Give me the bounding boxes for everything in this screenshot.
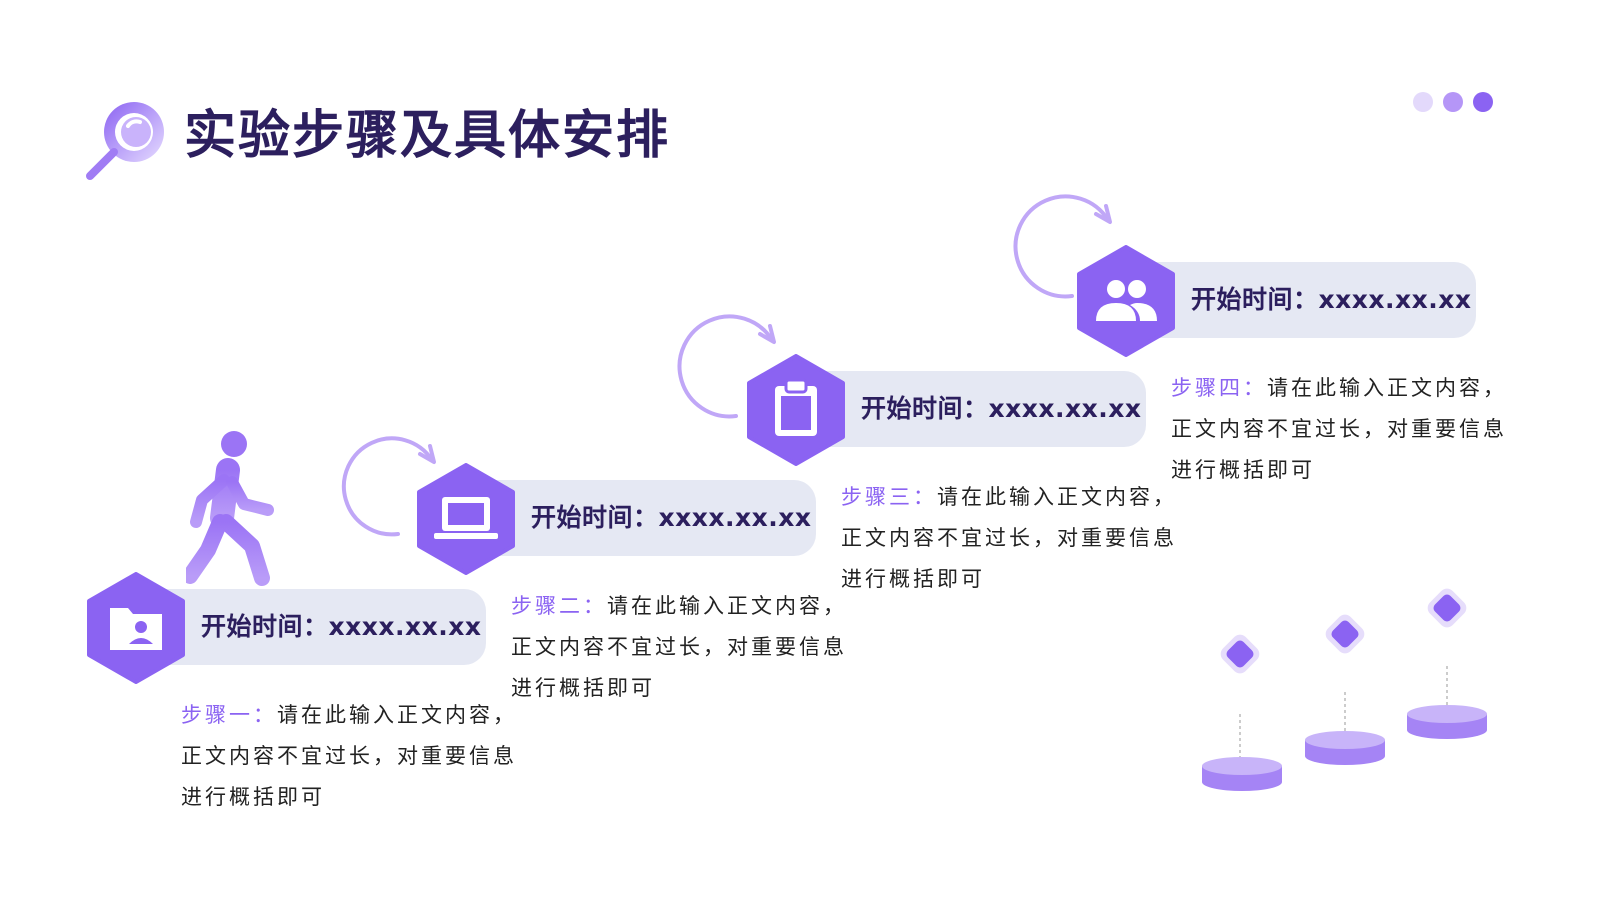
hexagon-badge xyxy=(87,572,185,684)
step-1: 开始时间：xxxx.xx.xx 步骤一：请在此输入正文内容，正文内容不宜过长，对… xyxy=(86,572,516,812)
decorative-dots xyxy=(1413,92,1493,112)
laptop-icon xyxy=(434,497,498,539)
platform xyxy=(1407,705,1487,739)
step-text: 请在此输入正文内容，正文内容不宜过长，对重要信息进行概括即可 xyxy=(511,594,847,700)
clipboard-icon xyxy=(775,378,817,436)
platform xyxy=(1305,731,1385,765)
step-label: 步骤三： xyxy=(841,485,937,509)
time-pill xyxy=(1134,262,1476,338)
step-label: 步骤二： xyxy=(511,594,607,618)
start-time-label: 开始时间：xxxx.xx.xx xyxy=(1191,285,1472,314)
step-text: 请在此输入正文内容，正文内容不宜过长，对重要信息进行概括即可 xyxy=(1171,376,1507,482)
curved-arrow-icon xyxy=(677,314,776,419)
folder-user-icon xyxy=(110,608,162,650)
step-3: 开始时间：xxxx.xx.xx 步骤三：请在此输入正文内容，正文内容不宜过长，对… xyxy=(746,354,1176,594)
diamond-pin-icon xyxy=(1325,614,1365,736)
start-time-label: 开始时间：xxxx.xx.xx xyxy=(201,612,482,641)
users-icon xyxy=(1096,280,1157,321)
step-description: 步骤三：请在此输入正文内容，正文内容不宜过长，对重要信息进行概括即可 xyxy=(841,477,1181,600)
step-text: 请在此输入正文内容，正文内容不宜过长，对重要信息进行概括即可 xyxy=(181,703,517,809)
time-pill xyxy=(804,371,1146,447)
step-label: 步骤一： xyxy=(181,703,277,727)
magnifier-icon xyxy=(86,102,164,180)
diamond-pin-icon xyxy=(1220,634,1260,764)
decorative-platforms xyxy=(1202,588,1487,791)
dot xyxy=(1443,92,1463,112)
walking-person-icon xyxy=(186,431,274,586)
platform xyxy=(1202,757,1282,791)
dot xyxy=(1473,92,1493,112)
step-text: 请在此输入正文内容，正文内容不宜过长，对重要信息进行概括即可 xyxy=(841,485,1177,591)
start-time-label: 开始时间：xxxx.xx.xx xyxy=(531,503,812,532)
step-2: 开始时间：xxxx.xx.xx 步骤二：请在此输入正文内容，正文内容不宜过长，对… xyxy=(416,463,846,703)
hexagon-badge xyxy=(417,463,515,575)
curved-arrow-icon xyxy=(341,436,436,537)
time-pill xyxy=(144,589,486,665)
time-pill xyxy=(474,480,816,556)
step-description: 步骤二：请在此输入正文内容，正文内容不宜过长，对重要信息进行概括即可 xyxy=(511,586,851,709)
step-label: 步骤四： xyxy=(1171,376,1267,400)
step-4: 开始时间：xxxx.xx.xx 步骤四：请在此输入正文内容，正文内容不宜过长，对… xyxy=(1076,245,1506,485)
start-time-label: 开始时间：xxxx.xx.xx xyxy=(861,394,1142,423)
curved-arrow-icon xyxy=(1013,194,1112,299)
step-description: 步骤一：请在此输入正文内容，正文内容不宜过长，对重要信息进行概括即可 xyxy=(181,695,521,818)
hexagon-badge xyxy=(1077,245,1175,357)
hexagon-badge xyxy=(747,354,845,466)
page-title: 实验步骤及具体安排 xyxy=(184,106,671,166)
dot xyxy=(1413,92,1433,112)
diamond-pin-icon xyxy=(1427,588,1467,710)
step-description: 步骤四：请在此输入正文内容，正文内容不宜过长，对重要信息进行概括即可 xyxy=(1171,368,1511,491)
